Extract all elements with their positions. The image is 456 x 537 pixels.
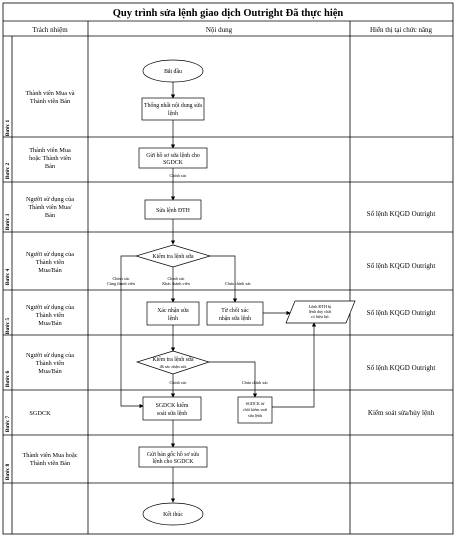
note-mid-2: Khác thành viên bbox=[162, 281, 190, 286]
step-label-3: Bước 3 bbox=[5, 213, 11, 230]
display-step-5: Sổ lệnh KQGD Outright bbox=[367, 309, 436, 317]
display-step-4: Sổ lệnh KQGD Outright bbox=[367, 262, 436, 270]
original-box bbox=[138, 446, 208, 468]
resp-2-line-3: Bán bbox=[45, 163, 56, 170]
header-content: Nội dung bbox=[206, 26, 233, 34]
step-label-2: Bước 2 bbox=[5, 162, 11, 179]
header-responsibility: Trách nhiệm bbox=[32, 26, 68, 34]
flow-shapes bbox=[134, 59, 356, 526]
resp-3-line-3: Bán bbox=[45, 212, 56, 219]
resp-5-line-1: Người sử dụng của bbox=[26, 304, 74, 311]
sgdck-reject-box bbox=[237, 396, 273, 424]
sgdck-reject-label-1: SGDCK từ bbox=[246, 401, 265, 406]
unify-label-1: Thống nhất nội dung sửa bbox=[144, 102, 202, 109]
send-label-1: Gửi hồ sơ sửa lệnh cho bbox=[146, 152, 200, 159]
reject-label-1: Từ chối xác bbox=[221, 307, 249, 314]
resp-6-line-1: Người sử dụng của bbox=[26, 352, 74, 359]
resp-7-line-1: SGDCK bbox=[29, 410, 51, 417]
note2-left: Chính xác bbox=[169, 380, 186, 385]
step-label-4: Bước 4 bbox=[5, 268, 11, 285]
note2-right: Chưa chính xác bbox=[242, 380, 268, 385]
confirm-box bbox=[146, 301, 200, 326]
confirm-label-2: lệnh bbox=[168, 316, 178, 322]
check2-label-2: đã xác nhận sửa bbox=[160, 364, 187, 369]
send-label-2: SGDCK bbox=[163, 160, 183, 166]
note-mid-1: Chính xác bbox=[167, 276, 184, 281]
step-label-8: Bước 8 bbox=[5, 463, 11, 480]
doc-label-3: có hiệu lực bbox=[311, 314, 330, 319]
unify-box bbox=[141, 97, 205, 121]
sgdck-reject-label-3: sửa lệnh bbox=[248, 413, 263, 418]
check2-diamond bbox=[135, 350, 211, 375]
sgdck-reject-label-2: chối kiểm soát bbox=[243, 407, 268, 412]
confirm-label-1: Xác nhận sửa bbox=[157, 308, 189, 314]
resp-4-line-2: Thành viên bbox=[36, 259, 65, 266]
resp-4-line-3: Mua/Bán bbox=[38, 267, 62, 274]
resp-4-line-1: Người sử dụng của bbox=[26, 251, 74, 258]
resp-2-line-1: Thành viên Mua bbox=[29, 147, 71, 154]
resp-3-line-2: Thành viên Mua/ bbox=[28, 204, 72, 211]
sgdck-ok-label-1: SGDCK kiểm bbox=[156, 402, 189, 409]
step-label-5: Bước 5 bbox=[5, 317, 11, 334]
display-step-7: Kiểm soát sửa/hủy lệnh bbox=[368, 409, 435, 417]
end-node bbox=[142, 502, 204, 526]
display-step-6: Sổ lệnh KQGD Outright bbox=[367, 364, 436, 372]
original-label-2: lệnh cho SGDCK bbox=[153, 459, 195, 465]
send-note: Chính xác bbox=[169, 173, 186, 178]
resp-5-line-3: Mua/Bán bbox=[38, 320, 62, 327]
reject-box bbox=[206, 301, 264, 326]
edit-box bbox=[144, 199, 202, 220]
unify-label-2: lệnh bbox=[168, 111, 178, 117]
original-label-1: Gửi bản gốc hồ sơ sửa bbox=[147, 451, 199, 458]
check2-label-1: Kiểm tra lệnh sửa bbox=[152, 356, 194, 363]
doc-label-2: lệnh duy chất bbox=[309, 309, 332, 314]
resp-2-line-2: hoặc Thành viên bbox=[29, 155, 72, 162]
resp-1-line-2: Thành viên Bán bbox=[30, 98, 71, 105]
header-display: Hiển thị tại chức năng bbox=[370, 26, 433, 34]
resp-3-line-1: Người sử dụng của bbox=[26, 196, 74, 203]
note-left-1: Chính xác bbox=[112, 276, 129, 281]
step-label-1: Bước 1 bbox=[5, 119, 11, 136]
connectors bbox=[120, 82, 317, 503]
sgdck-ok-label-2: soát sửa lệnh bbox=[157, 411, 187, 417]
end-label: Kết thúc bbox=[163, 511, 183, 518]
check-diamond bbox=[134, 244, 212, 268]
page-title: Quy trình sửa lệnh giao dịch Outright Đã… bbox=[113, 8, 344, 19]
resp-5-line-2: Thành viên bbox=[36, 312, 65, 319]
step-label-7: Bước 7 bbox=[5, 415, 11, 432]
edit-label: Sửa lệnh ĐTH bbox=[156, 208, 191, 214]
note-left-2: Cùng thành viên bbox=[107, 281, 136, 286]
start-label: Bắt đầu bbox=[164, 68, 182, 75]
resp-1-line-1: Thành viên Mua và bbox=[25, 90, 74, 97]
send-box bbox=[138, 147, 208, 169]
resp-6-line-3: Mua/Bán bbox=[38, 368, 62, 375]
resp-8-line-2: Thành viên Bán bbox=[30, 460, 71, 467]
start-node bbox=[142, 59, 204, 83]
sgdck-ok-box bbox=[142, 396, 202, 421]
check-label: Kiểm tra lệnh sửa bbox=[152, 253, 194, 260]
document-parallelogram bbox=[285, 300, 356, 324]
resp-6-line-2: Thành viên bbox=[36, 360, 65, 367]
resp-8-line-1: Thành viên Mua hoặc bbox=[22, 452, 77, 459]
display-step-3: Sổ lệnh KQGD Outright bbox=[367, 210, 436, 218]
reject-label-2: nhận sửa lệnh bbox=[219, 316, 251, 322]
step-label-6: Bước 6 bbox=[5, 370, 11, 387]
doc-label-1: Lệnh ĐTH bị bbox=[309, 304, 332, 309]
note-right: Chưa chính xác bbox=[225, 281, 251, 286]
